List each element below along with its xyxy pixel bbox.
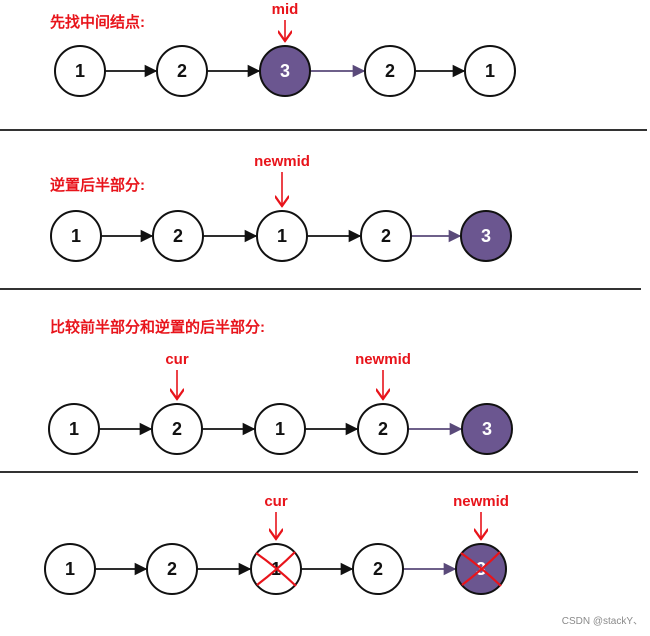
node-circle [364,45,416,97]
pointer-newmid: newmid [355,351,411,399]
pointer-cur: cur [264,493,288,539]
node-value: 2 [378,419,388,439]
list-node: 2 [357,403,409,455]
node-value: 1 [69,419,79,439]
list-node: 1 [50,210,102,262]
node-circle [156,45,208,97]
list-node: 1 [256,210,308,262]
node-circle [256,210,308,262]
diagram-section-3: 比较前半部分和逆置的后半部分: 1 2 1 2 3 cur newmid [48,318,513,455]
list-node: 1 [48,403,100,455]
diagram-section-4: 1 2 1 2 3 cur newmid [44,493,509,595]
node-circle [152,210,204,262]
node-value: 2 [177,61,187,81]
pointer-label: cur [165,351,189,368]
pointer-newmid: newmid [453,493,509,539]
list-node-highlighted: 3 [460,210,512,262]
list-node: 2 [152,210,204,262]
list-node: 2 [146,543,198,595]
node-value: 2 [373,559,383,579]
node-circle [259,45,311,97]
node-circle [352,543,404,595]
pointer-label: cur [264,493,288,510]
list-node: 1 [44,543,96,595]
node-value: 3 [482,419,492,439]
list-node-highlighted: 3 [259,45,311,97]
pointer-label: newmid [355,351,411,368]
list-node: 1 [250,543,302,595]
diagram-section-1: 先找中间结点: 1 2 3 2 1 mid [50,1,516,97]
node-value: 1 [75,61,85,81]
node-value: 1 [485,61,495,81]
node-value: 3 [280,61,290,81]
node-circle [151,403,203,455]
node-value: 2 [172,419,182,439]
node-circle [44,543,96,595]
list-node: 2 [360,210,412,262]
node-value: 2 [381,226,391,246]
node-value: 1 [71,226,81,246]
list-node: 2 [364,45,416,97]
node-circle [146,543,198,595]
node-circle [357,403,409,455]
list-node: 2 [352,543,404,595]
node-value: 2 [173,226,183,246]
cross-mark [460,551,502,587]
section-title: 比较前半部分和逆置的后半部分: [50,318,265,336]
node-circle [48,403,100,455]
list-node: 1 [254,403,306,455]
node-circle [254,403,306,455]
node-circle [50,210,102,262]
pointer-cur: cur [165,351,189,399]
diagram-section-2: 逆置后半部分: 1 2 1 2 3 newmid [50,153,512,262]
node-circle [464,45,516,97]
list-node: 2 [156,45,208,97]
node-circle [461,403,513,455]
node-circle [360,210,412,262]
pointer-newmid: newmid [254,153,310,206]
watermark-text: CSDN @stackY、 [562,616,643,627]
cross-mark [255,551,297,587]
pointer-mid: mid [272,1,299,41]
section-title: 逆置后半部分: [50,176,145,194]
pointer-label: newmid [254,153,310,170]
pointer-label: newmid [453,493,509,510]
node-circle [54,45,106,97]
node-value: 1 [65,559,75,579]
section-title: 先找中间结点: [50,13,145,31]
node-circle [460,210,512,262]
list-node: 1 [464,45,516,97]
node-value: 3 [481,226,491,246]
list-node: 2 [151,403,203,455]
list-node: 1 [54,45,106,97]
node-value: 2 [385,61,395,81]
section-dividers [0,129,647,473]
pointer-label: mid [272,1,299,18]
list-node-highlighted: 3 [455,543,507,595]
node-value: 1 [277,226,287,246]
node-value: 2 [167,559,177,579]
list-node-highlighted: 3 [461,403,513,455]
node-value: 1 [275,419,285,439]
